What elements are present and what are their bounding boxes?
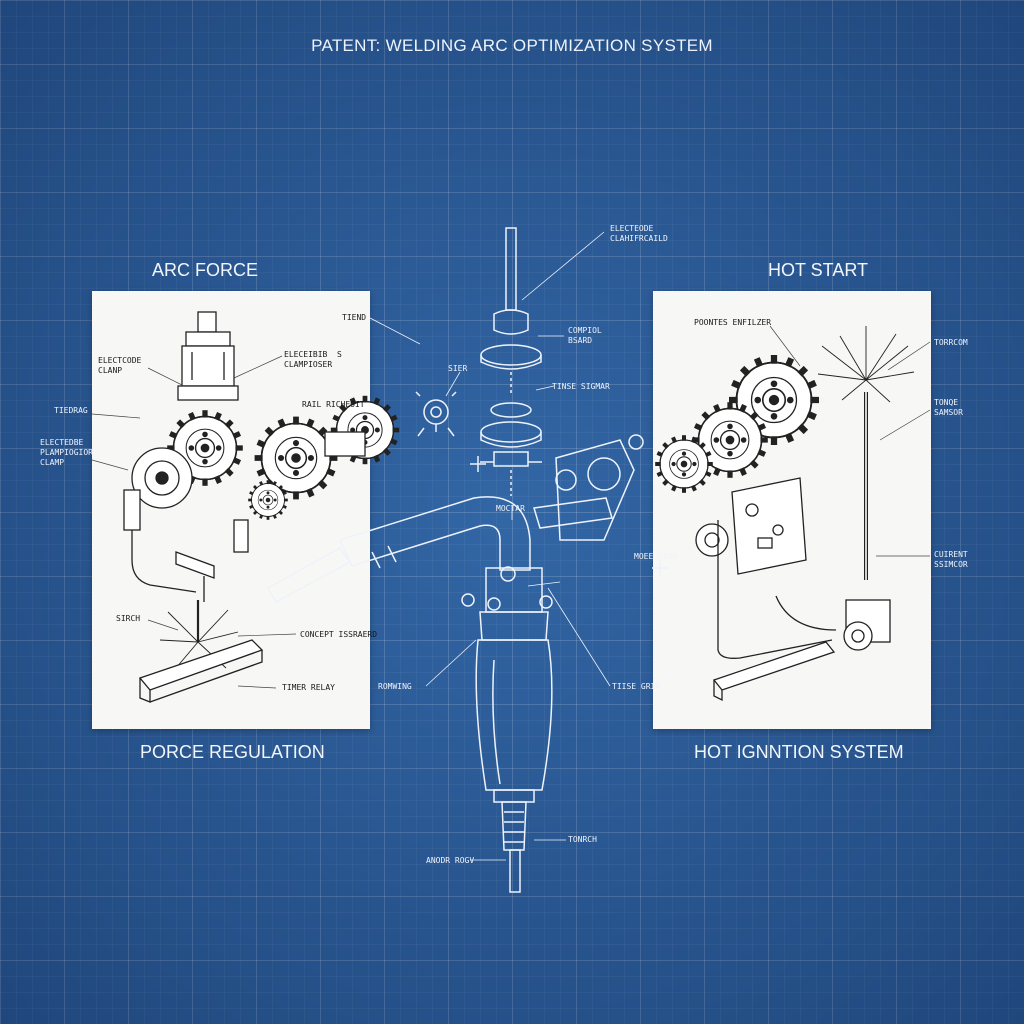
label-anode-rod: ANODR ROGV: [426, 856, 475, 865]
center-leader-lines: [369, 231, 611, 861]
label-sier: SIER: [448, 364, 468, 373]
label-current-sensor: CUIRENT SSIMCOR: [934, 550, 968, 569]
label-moctar: MOCTAR: [496, 504, 525, 513]
label-tiss-gear: TIISE GRIR: [612, 682, 661, 691]
label-motor-start: MOEE STAR: [634, 552, 678, 561]
label-tiend: TIEND: [342, 313, 367, 322]
label-electrode-clamp-sensor: ELECEIBIB S CLAMPIOSER: [284, 350, 342, 369]
right-leader-lines: [769, 325, 931, 557]
left-assembly: [123, 311, 399, 703]
label-sirch: SIRCH: [116, 614, 141, 623]
label-electrode-clamp-top: ELECTEODE CLAHIFRCAILD: [610, 224, 668, 243]
right-panel-footer: HOT IGNNTION SYSTEM: [694, 742, 904, 762]
label-tiedrag: TIEDRAG: [54, 406, 88, 415]
left-panel-heading: ARC FORCE: [152, 260, 259, 280]
right-panel-heading: HOT START: [768, 260, 869, 280]
right-assembly: [655, 326, 915, 702]
label-electrode-plamping: ELECTEDBE PLAMPIOGIOR CLAMP: [40, 438, 93, 467]
label-torch-bottom: TONRCH: [568, 835, 597, 844]
label-timer-relay: TIMER RELAY: [282, 683, 335, 692]
label-power-amplifier: POONTES ENFILZER: [694, 318, 772, 327]
label-rail-reducer: RAIL RICHEUIT: [302, 400, 365, 409]
label-romwing: ROMWING: [378, 682, 412, 691]
label-tinse-sigma: TINSE SIGMAR: [552, 382, 610, 391]
left-leader-lines: [91, 355, 297, 689]
label-connect-regulator: CONCEPT ISSRAERD: [300, 630, 378, 639]
label-control-board: COMPIOL BSARD: [568, 326, 602, 345]
page-title: PATENT: WELDING ARC OPTIMIZATION SYSTEM: [311, 36, 713, 55]
label-torque-sensor: TONQE SAMSOR: [934, 398, 963, 417]
label-electrode-clamp: ELECTCODE CLANP: [98, 356, 142, 375]
left-panel-footer: PORCE REGULATION: [140, 742, 325, 762]
center-assembly: [266, 227, 668, 893]
label-torch: TORRCOM: [934, 338, 968, 347]
